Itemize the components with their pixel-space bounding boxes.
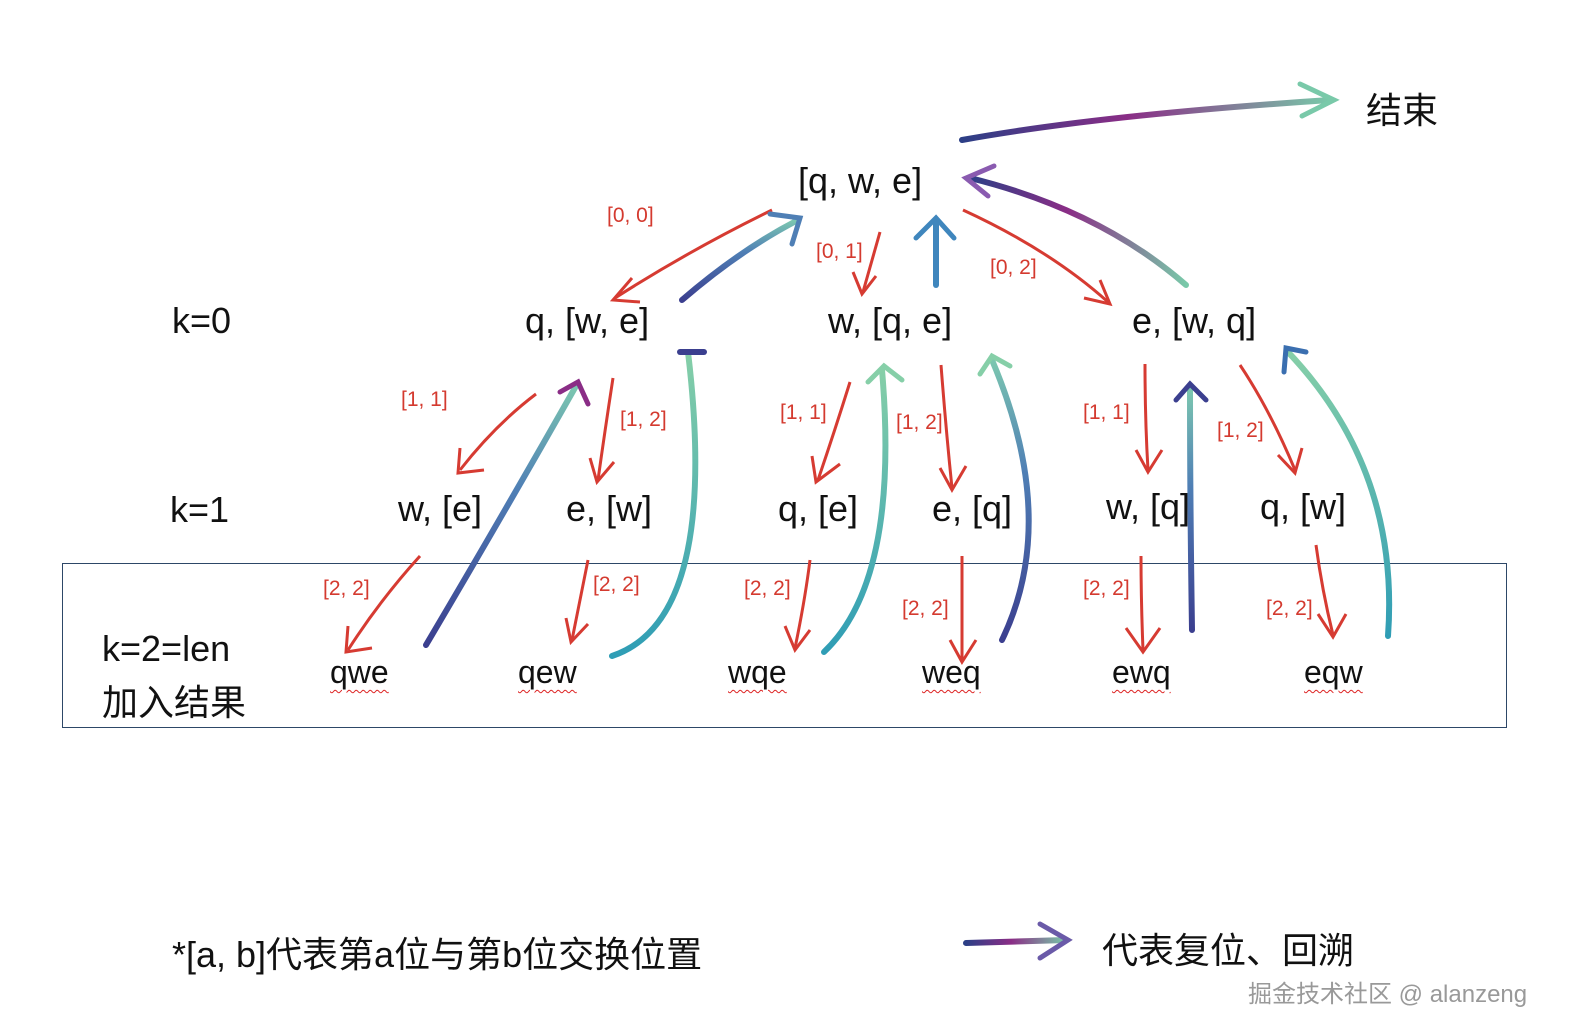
swap-arrow-head bbox=[1316, 613, 1348, 640]
level0-node: w, [q, e] bbox=[828, 300, 953, 341]
swap-arrow-head bbox=[938, 465, 968, 494]
root-node: [q, w, e] bbox=[798, 160, 923, 201]
swap-label: [2, 2] bbox=[1083, 577, 1130, 600]
swap-label: [1, 1] bbox=[1083, 401, 1130, 424]
swap-label: [2, 2] bbox=[593, 573, 640, 596]
swap-arrow bbox=[1143, 363, 1150, 471]
level1-node: e, [w] bbox=[566, 488, 653, 529]
level-label-k1: k=1 bbox=[170, 489, 230, 530]
swap-label: [0, 1] bbox=[816, 240, 863, 263]
swap-label: [1, 2] bbox=[620, 408, 667, 431]
level0-node: e, [w, q] bbox=[1132, 300, 1257, 341]
swap-arrow bbox=[1238, 364, 1297, 471]
swap-arrow bbox=[346, 554, 422, 651]
result-permutation: eqw bbox=[1304, 654, 1363, 690]
level-label-k2: k=2=len bbox=[102, 628, 231, 669]
level-label-add-result: 加入结果 bbox=[102, 682, 247, 723]
swap-arrow bbox=[458, 392, 537, 471]
level1-node: e, [q] bbox=[932, 488, 1013, 529]
swap-arrow-head bbox=[783, 625, 812, 653]
backtrack-arrow bbox=[1187, 387, 1195, 633]
level-label-k0: k=0 bbox=[172, 300, 232, 341]
result-permutation: ewq bbox=[1112, 654, 1171, 690]
swap-arrow-head bbox=[1134, 449, 1164, 475]
backtrack-arrow-head bbox=[1281, 344, 1309, 375]
result-permutation: qwe bbox=[330, 654, 389, 690]
end-label: 结束 bbox=[1366, 90, 1439, 131]
swap-label: [2, 2] bbox=[1266, 597, 1313, 620]
backtrack-arrow bbox=[959, 97, 1333, 143]
backtrack-arrow-head bbox=[767, 211, 804, 247]
swap-arrow-head bbox=[456, 447, 485, 475]
swap-arrow-head bbox=[588, 457, 616, 486]
swap-arrow bbox=[596, 377, 615, 481]
swap-arrow-head bbox=[810, 455, 841, 485]
level1-node: w, [e] bbox=[398, 488, 483, 529]
backtrack-arrow bbox=[609, 349, 699, 659]
swap-label: [1, 1] bbox=[780, 401, 827, 424]
result-permutation: weq bbox=[922, 654, 981, 690]
swap-arrow-head bbox=[609, 277, 641, 304]
backtrack-arrow bbox=[1285, 349, 1393, 639]
swap-label: [0, 2] bbox=[990, 256, 1037, 279]
swap-arrow-head bbox=[344, 625, 373, 654]
swap-arrow-head bbox=[1276, 447, 1304, 476]
backtrack-arrow-head bbox=[1173, 380, 1209, 403]
result-permutation: qew bbox=[518, 654, 577, 690]
swap-arrow-head bbox=[1083, 279, 1113, 307]
swap-arrow bbox=[793, 559, 812, 649]
swap-label: [1, 2] bbox=[896, 411, 943, 434]
legend-backtrack-arrow bbox=[963, 937, 1069, 946]
backtrack-arrow-head bbox=[865, 362, 905, 385]
swap-arrow bbox=[1139, 555, 1145, 651]
swap-arrow bbox=[614, 208, 773, 300]
swap-arrow bbox=[861, 231, 882, 293]
backtrack-arrow bbox=[967, 175, 1189, 288]
backtrack-arrow-head bbox=[557, 378, 591, 407]
swap-arrow bbox=[1314, 544, 1335, 636]
backtrack-arrow-head bbox=[977, 352, 1013, 377]
swap-arrow-head bbox=[564, 617, 590, 646]
result-level-box bbox=[62, 563, 1507, 728]
swap-arrow-head bbox=[948, 639, 978, 665]
level1-node: w, [q] bbox=[1106, 486, 1191, 527]
swap-label: [2, 2] bbox=[744, 577, 791, 600]
level1-node: q, [e] bbox=[778, 488, 859, 529]
level1-node: q, [w] bbox=[1260, 486, 1347, 527]
swap-label: [1, 1] bbox=[401, 388, 448, 411]
legend-backtrack-arrow-head bbox=[1037, 921, 1073, 961]
swap-label: [2, 2] bbox=[323, 577, 370, 600]
swap-arrow bbox=[939, 364, 954, 489]
swap-arrow bbox=[816, 381, 852, 481]
backtrack-arrow bbox=[989, 357, 1032, 643]
backtrack-arrow bbox=[679, 217, 801, 303]
result-permutation: wqe bbox=[728, 654, 787, 690]
legend-swap-note: *[a, b]代表第a位与第b位交换位置 bbox=[172, 934, 703, 975]
backtrack-arrow-head bbox=[913, 214, 957, 241]
backtrack-arrow-head bbox=[961, 163, 997, 199]
swap-arrow-head bbox=[1124, 627, 1162, 655]
swap-arrow-head bbox=[851, 271, 878, 297]
swap-label: [2, 2] bbox=[902, 597, 949, 620]
swap-label: [1, 2] bbox=[1217, 419, 1264, 442]
legend-backtrack-note: 代表复位、回溯 bbox=[1102, 930, 1355, 971]
backtrack-arrow-head bbox=[1297, 81, 1340, 119]
swap-arrow bbox=[962, 208, 1110, 304]
swap-label: [0, 0] bbox=[607, 204, 654, 227]
level0-node: q, [w, e] bbox=[525, 300, 650, 341]
watermark: 掘金技术社区 @ alanzeng bbox=[1248, 981, 1528, 1008]
backtrack-arrow bbox=[821, 367, 889, 655]
backtrack-arrow bbox=[423, 383, 579, 648]
swap-arrow bbox=[570, 559, 590, 641]
